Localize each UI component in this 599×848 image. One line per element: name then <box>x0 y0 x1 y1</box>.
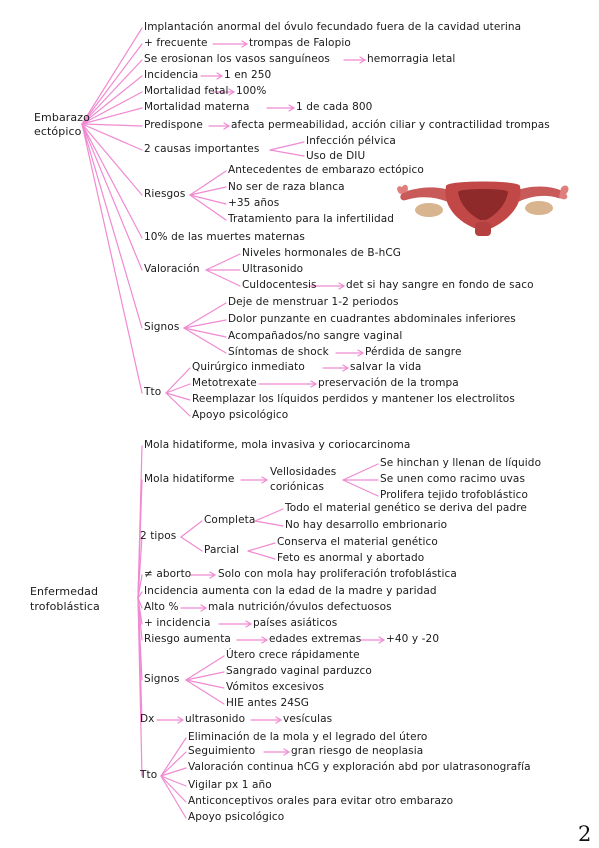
risk-increase-label: Riesgo aumenta <box>144 633 231 645</box>
sign-item-target: Pérdida de sangre <box>365 346 462 358</box>
risk-item: Antecedentes de embarazo ectópico <box>228 164 424 176</box>
uterus-illustration <box>397 181 569 236</box>
vs-abortion-target: Solo con mola hay proliferación trofoblá… <box>218 568 457 580</box>
fetal-mortality-value: 100% <box>236 85 267 97</box>
maternal-mortality-value: 1 de cada 800 <box>296 101 373 113</box>
incidence-age-text: Incidencia aumenta con la edad de la mad… <box>144 585 437 597</box>
implantation-text: Implantación anormal del óvulo fecundado… <box>144 21 522 33</box>
assessment-item-target: det si hay sangre en fondo de saco <box>346 279 534 291</box>
treatment-item-target: salvar la vida <box>350 361 422 373</box>
page-number: 2 <box>578 822 592 846</box>
sign-item: Acompañados/no sangre vaginal <box>228 330 403 342</box>
two-causes-label: 2 causas importantes <box>144 143 260 155</box>
sign-item: HIE antes 24SG <box>226 697 310 709</box>
predisposes-target: afecta permeabilidad, acción ciliar y co… <box>231 119 550 131</box>
treatment-item-target: preservación de la trompa <box>318 377 459 389</box>
villi-label-line1: Vellosidades <box>270 466 337 478</box>
maternal-mortality-label: Mortalidad materna <box>144 101 250 113</box>
more-incidence-label: + incidencia <box>144 617 211 629</box>
assessment-item: Culdocentesis <box>242 279 317 291</box>
maternal-deaths-text: 10% de las muertes maternas <box>144 231 305 243</box>
incidence-value: 1 en 250 <box>224 69 272 81</box>
two-types-label: 2 tipos <box>140 530 177 542</box>
sign-item: Sangrado vaginal parduzco <box>226 665 372 677</box>
high-pct-target: mala nutrición/óvulos defectuosos <box>208 601 392 613</box>
complete-label: Completa <box>204 514 256 526</box>
villi-item: Prolifera tejido trofoblástico <box>380 489 529 501</box>
assessment-item: Niveles hormonales de B-hCG <box>242 247 402 259</box>
complete-item: No hay desarrollo embrionario <box>285 519 448 531</box>
erosion-target: hemorragia letal <box>367 53 456 65</box>
types-line: Mola hidatiforme, mola invasiva y corioc… <box>144 439 411 451</box>
villi-item: Se unen como racimo uvas <box>380 473 526 485</box>
assessment-item: Ultrasonido <box>242 263 304 275</box>
risk-item: No ser de raza blanca <box>228 181 345 193</box>
erosion-label: Se erosionan los vasos sanguíneos <box>144 53 330 65</box>
section-title-trophoblastic-line2: trofoblástica <box>30 600 100 613</box>
more-incidence-target: países asiáticos <box>253 617 338 629</box>
treatment-item: Metotrexate <box>192 377 257 389</box>
high-pct-label: Alto % <box>144 601 179 613</box>
dx-label: Dx <box>140 713 155 725</box>
villi-item: Se hinchan y llenan de líquido <box>380 457 542 469</box>
section-title-trophoblastic-line1: Enfermedad <box>30 585 99 598</box>
dx-result: vesículas <box>283 713 333 725</box>
signs-label: Signos <box>144 673 180 685</box>
incidence-label: Incidencia <box>144 69 199 81</box>
villi-label-line2: coriónicas <box>270 481 325 493</box>
treatment-item: Valoración continua hCG y exploración ab… <box>188 761 531 773</box>
treatment-item-target: gran riesgo de neoplasia <box>291 745 424 757</box>
sign-item: Síntomas de shock <box>228 346 329 358</box>
cause-item: Infección pélvica <box>306 135 396 147</box>
treatment-item: Anticonceptivos orales para evitar otro … <box>188 795 454 807</box>
sign-item: Deje de menstruar 1-2 periodos <box>228 296 399 308</box>
frequent-target: trompas de Falopio <box>249 37 351 49</box>
treatment-item: Vigilar px 1 año <box>188 779 272 791</box>
vs-abortion-label: ≠ aborto <box>144 568 192 580</box>
sign-item: Dolor punzante en cuadrantes abdominales… <box>228 313 516 325</box>
sign-item: Vómitos excesivos <box>226 681 325 693</box>
risk-item: Tratamiento para la infertilidad <box>228 213 395 225</box>
treatment-item: Eliminación de la mola y el legrado del … <box>188 731 428 743</box>
frequent-label: + frecuente <box>144 37 208 49</box>
treatment-item: Apoyo psicológico <box>192 409 289 421</box>
treatment-item: Reemplazar los líquidos perdidos y mante… <box>192 393 515 405</box>
hydatidiform-label: Mola hidatiforme <box>144 473 235 485</box>
partial-item: Conserva el material genético <box>277 536 438 548</box>
cause-item: Uso de DIU <box>306 150 366 162</box>
treatment-item: Seguimiento <box>188 745 256 757</box>
assessment-label: Valoración <box>144 263 200 275</box>
partial-item: Feto es anormal y abortado <box>277 552 425 564</box>
complete-item: Todo el material genético se deriva del … <box>285 502 527 514</box>
risk-increase-ages: +40 y -20 <box>386 633 440 645</box>
treatment-item: Quirúrgico inmediato <box>192 361 305 373</box>
treatment-item: Apoyo psicológico <box>188 811 285 823</box>
sign-item: Útero crece rápidamente <box>226 649 360 661</box>
section-title-ectopic-line1: Embarazo <box>34 111 90 124</box>
partial-label: Parcial <box>204 544 240 556</box>
treatment-label: Tto <box>140 769 158 781</box>
section-title-ectopic-line2: ectópico <box>34 125 82 138</box>
risks-label: Riesgos <box>144 188 186 200</box>
predisposes-label: Predispone <box>144 119 203 131</box>
dx-target: ultrasonido <box>185 713 246 725</box>
treatment-label: Tto <box>144 386 162 398</box>
risk-increase-target: edades extremas <box>269 633 362 645</box>
fetal-mortality-label: Mortalidad fetal <box>144 85 229 97</box>
risk-item: +35 años <box>228 197 280 209</box>
signs-label: Signos <box>144 321 180 333</box>
